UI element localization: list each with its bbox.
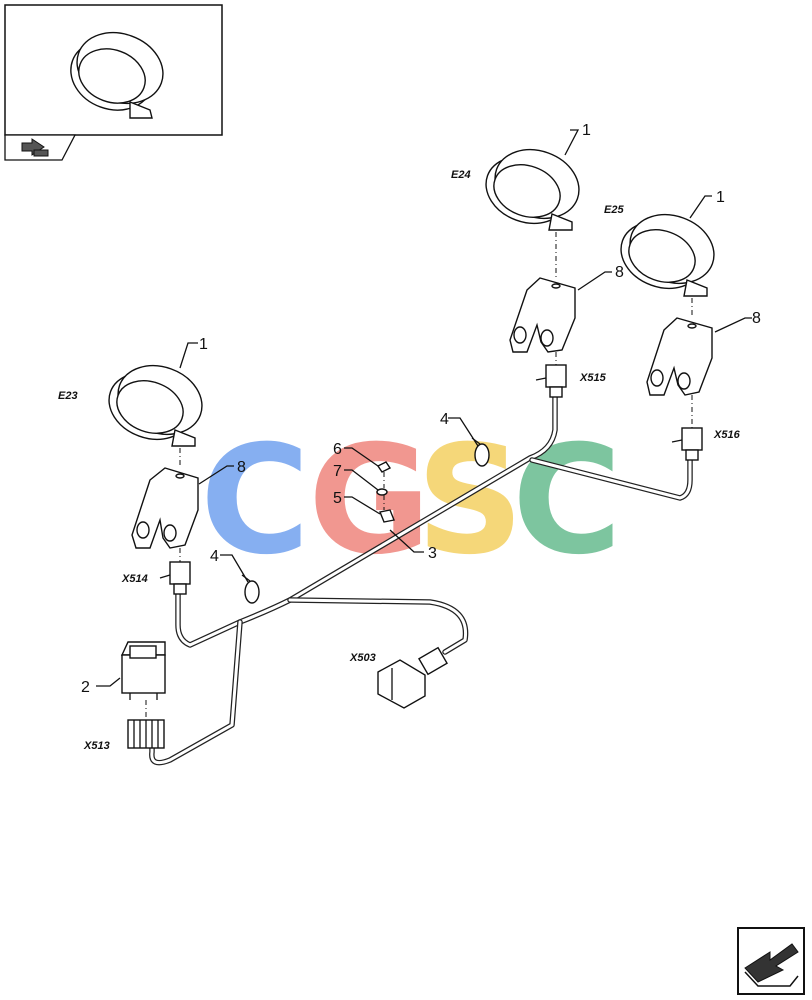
watermark-letter-c1: C xyxy=(200,414,310,588)
work-lamp-e23 xyxy=(108,364,203,468)
next-page-arrow-icon xyxy=(744,943,799,987)
ref-x515: X515 xyxy=(579,372,607,384)
callout-8-e25: 8 xyxy=(752,310,761,327)
callout-2: 2 xyxy=(81,679,90,696)
watermark-letter-s: S xyxy=(416,414,524,588)
work-lamp-e24 xyxy=(485,148,580,278)
connector-x513 xyxy=(127,719,165,749)
ref-x514: X514 xyxy=(121,573,148,585)
ref-e23: E23 xyxy=(58,390,78,402)
callout-7: 7 xyxy=(333,463,342,480)
callout-6: 6 xyxy=(333,441,342,458)
connector-x515 xyxy=(535,364,567,398)
callout-1-e23: 1 xyxy=(199,336,208,353)
rocker-switch xyxy=(120,641,166,720)
hardware-stack xyxy=(376,461,395,523)
ref-x513: X513 xyxy=(83,740,110,752)
callout-1-e24: 1 xyxy=(582,122,591,139)
next-page-button[interactable] xyxy=(737,927,805,995)
callout-5: 5 xyxy=(333,490,342,507)
ref-x503: X503 xyxy=(349,652,376,664)
wiring-harness xyxy=(149,392,693,766)
thumbnail-panel[interactable] xyxy=(4,4,223,161)
connector-x503 xyxy=(377,646,448,709)
work-lamp-thumbnail xyxy=(70,31,164,119)
bracket-e24 xyxy=(509,277,576,365)
bracket-e23 xyxy=(131,467,199,562)
cable-tie-upper xyxy=(471,437,490,467)
callout-4-upper: 4 xyxy=(440,411,449,428)
ref-e24: E24 xyxy=(451,169,471,181)
callout-3: 3 xyxy=(428,545,437,562)
connector-x514 xyxy=(159,561,191,595)
bracket-e25 xyxy=(646,317,713,428)
watermark-letter-g: G xyxy=(308,414,431,588)
callout-8-e23: 8 xyxy=(237,459,246,476)
ref-x516: X516 xyxy=(713,429,741,441)
nav-back-icon[interactable] xyxy=(21,138,49,157)
callout-4-lower: 4 xyxy=(210,548,219,565)
callout-8-e24: 8 xyxy=(615,264,624,281)
ref-e25: E25 xyxy=(604,204,624,216)
watermark-letter-c2: C xyxy=(512,414,622,588)
connector-x516 xyxy=(671,427,703,461)
work-lamp-e25 xyxy=(620,213,715,318)
callout-1-e25: 1 xyxy=(716,189,725,206)
leader-lines xyxy=(96,129,752,687)
watermark: C G S C xyxy=(200,414,622,588)
